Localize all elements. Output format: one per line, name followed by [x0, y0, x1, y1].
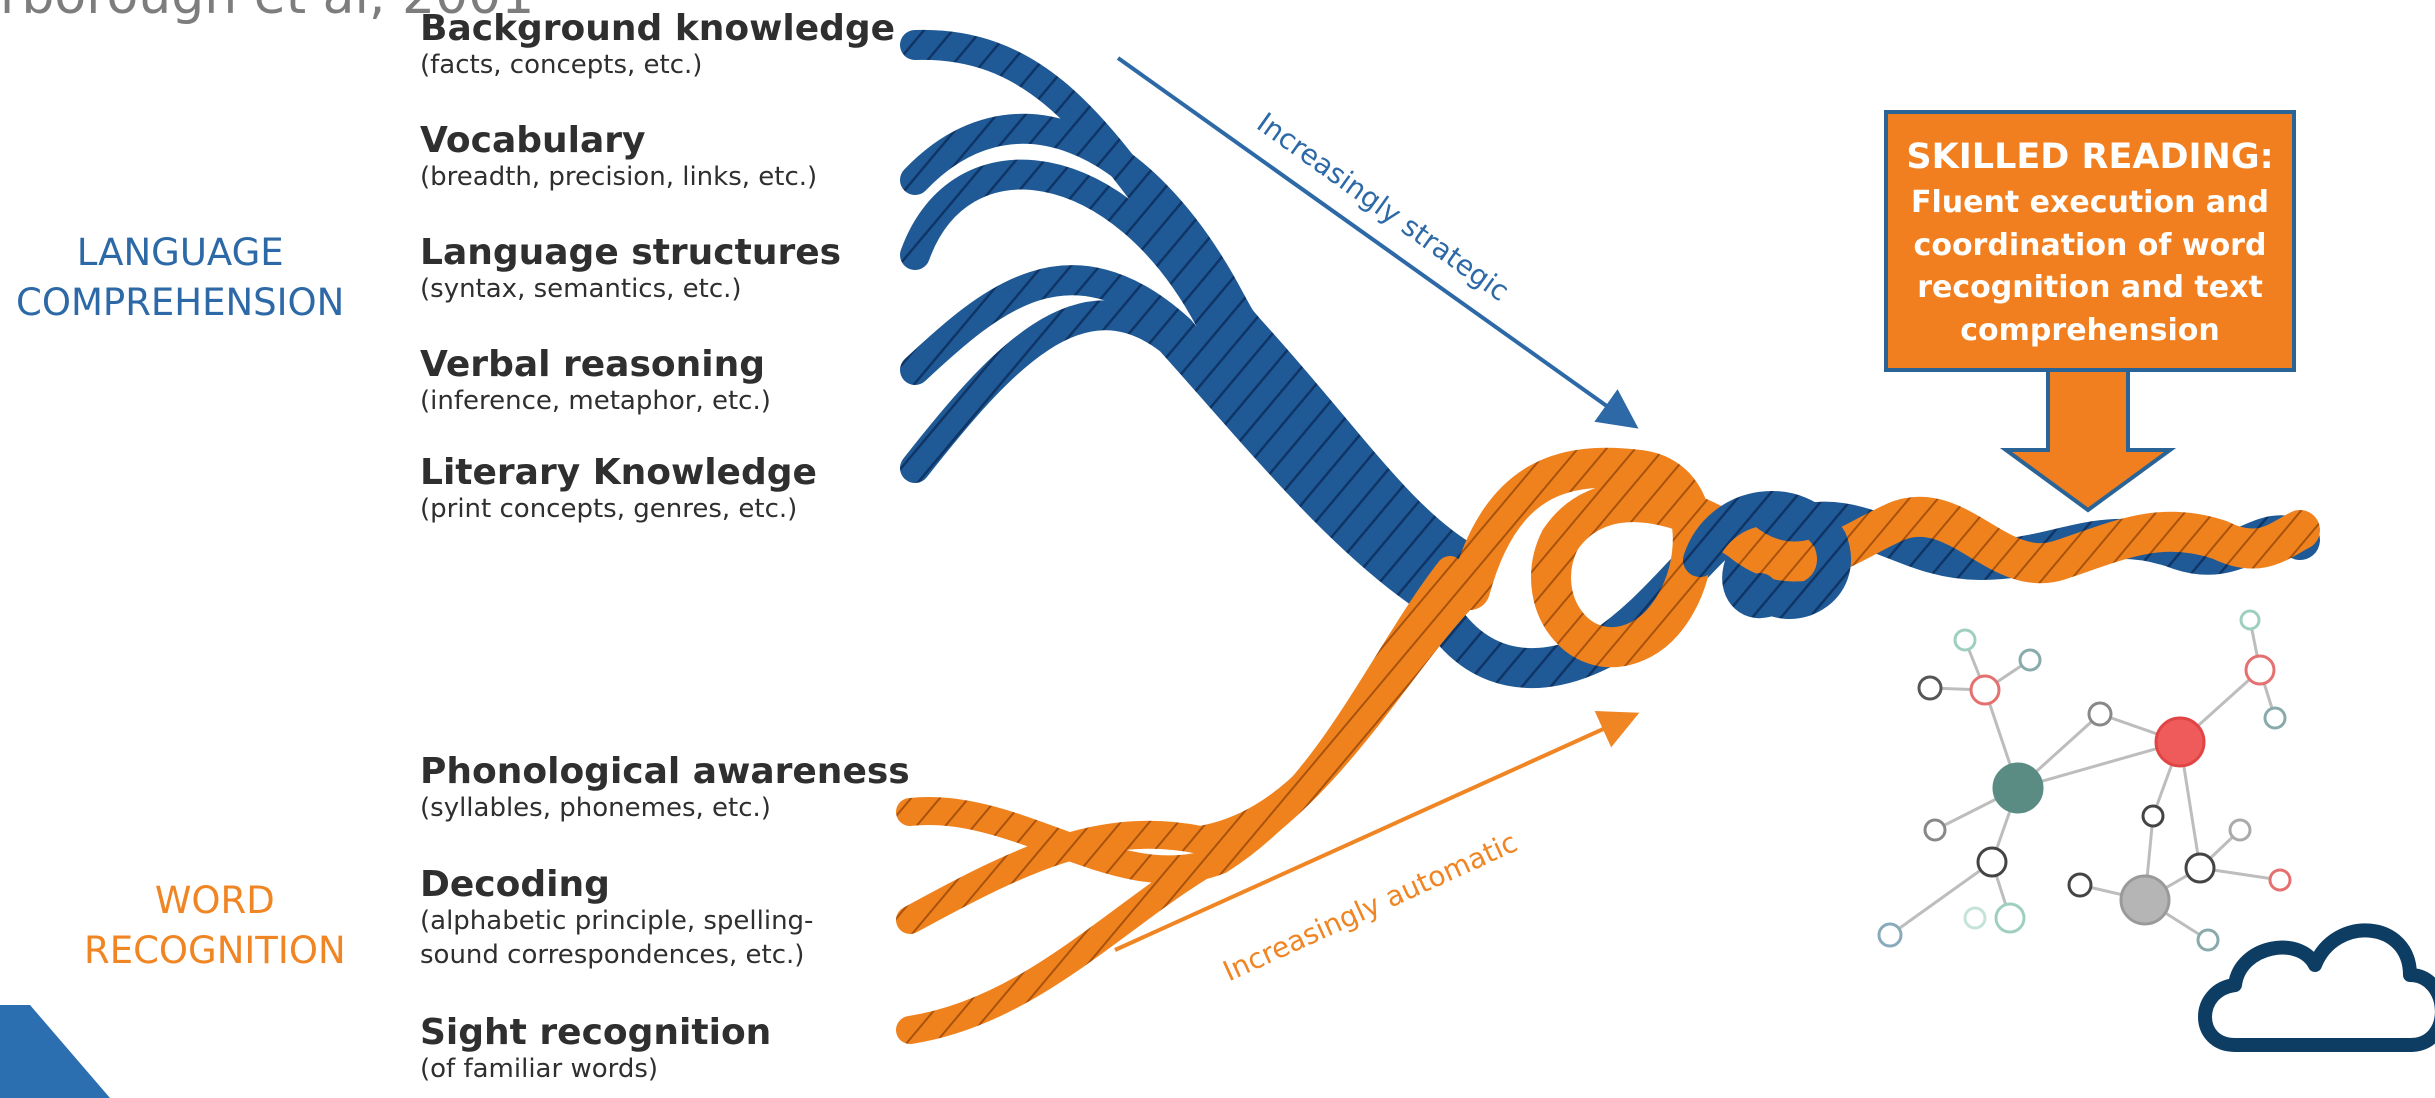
strand-label-literary-knowledge: Literary Knowledge (print concepts, genr…: [420, 452, 817, 525]
strand-label-language-structures: Language structures (syntax, semantics, …: [420, 232, 842, 305]
strand-label-sight-recognition: Sight recognition (of familiar words): [420, 1012, 772, 1085]
strand-label-verbal-reasoning: Verbal reasoning (inference, metaphor, e…: [420, 344, 771, 417]
strand-label-decoding: Decoding (alphabetic principle, spelling…: [420, 864, 814, 971]
corner-triangle-icon: [0, 1005, 110, 1098]
language-label-line2: COMPREHENSION: [16, 280, 345, 324]
strategic-arrow: [1116, 56, 1639, 429]
network-graph-icon: [1877, 609, 2292, 952]
word-recognition-label: WORD RECOGNITION: [84, 876, 346, 976]
strand-label-vocabulary: Vocabulary (breadth, precision, links, e…: [420, 120, 818, 193]
strand-label-phonological-awareness: Phonological awareness (syllables, phone…: [420, 751, 910, 824]
strand-literary-knowledge: [900, 300, 1445, 615]
skilled-reading-description: Fluent execution and coordination of wor…: [1911, 185, 2269, 348]
citation-fragment: rborough et al, 2001: [0, 0, 534, 26]
skilled-reading-box: SKILLED READING: Fluent execution and co…: [1884, 110, 2296, 372]
language-comprehension-label: LANGUAGE COMPREHENSION: [16, 228, 344, 328]
word-label-line2: RECOGNITION: [84, 928, 346, 972]
language-label-line1: LANGUAGE: [76, 231, 284, 274]
strand-vocabulary: [900, 113, 1475, 585]
strand-sight-recognition: [896, 576, 1484, 1044]
cloud-logo-icon: [2198, 923, 2435, 1052]
automatic-arrow: [1114, 710, 1640, 952]
skilled-reading-heading: SKILLED READING:: [1906, 137, 2274, 177]
skilled-arrow-icon: [1999, 368, 2177, 513]
strand-label-background-knowledge: Background knowledge (facts, concepts, e…: [420, 8, 896, 81]
word-label-line1: WORD: [154, 879, 275, 922]
word-strands: [896, 447, 2320, 1044]
